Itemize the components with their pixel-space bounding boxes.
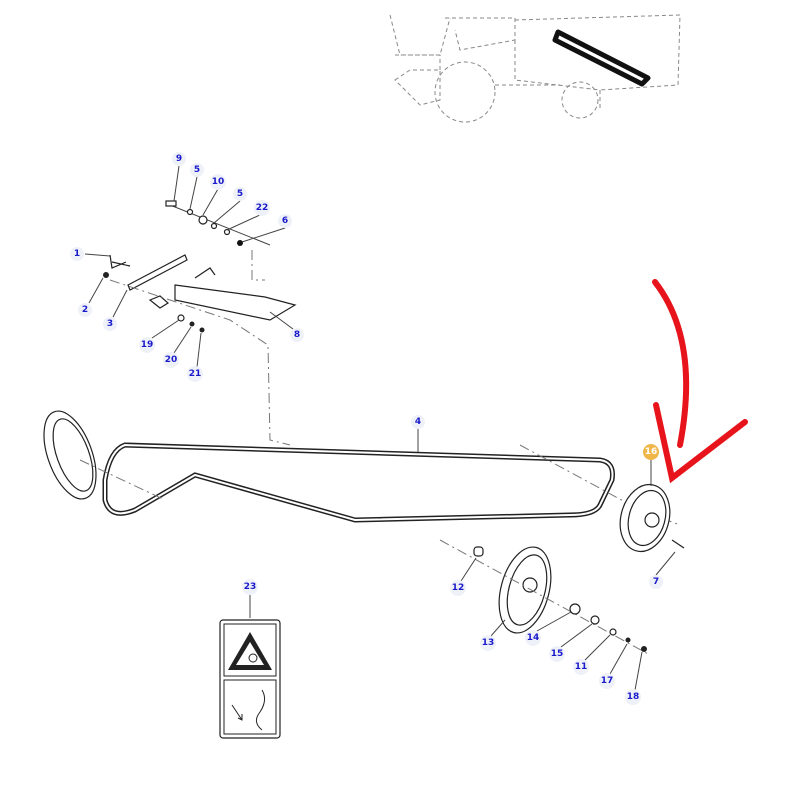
- callout-2[interactable]: 2: [78, 303, 92, 317]
- bracket-assembly: [103, 200, 297, 446]
- svg-text:4: 4: [415, 417, 421, 427]
- leader-lines: [84, 165, 676, 691]
- svg-text:11: 11: [575, 662, 588, 672]
- svg-text:5: 5: [194, 165, 200, 175]
- callout-23[interactable]: 23: [242, 579, 258, 595]
- svg-text:17: 17: [601, 676, 614, 686]
- callout-10[interactable]: 10: [210, 174, 226, 190]
- svg-text:3: 3: [107, 319, 113, 329]
- svg-text:1: 1: [74, 249, 80, 259]
- red-pointer-arrow: [652, 279, 748, 484]
- svg-text:18: 18: [627, 692, 640, 702]
- callout-12[interactable]: 12: [450, 580, 466, 596]
- svg-text:16: 16: [645, 447, 658, 457]
- callout-19[interactable]: 19: [139, 337, 155, 353]
- belt-drive: [43, 410, 685, 656]
- svg-text:22: 22: [256, 203, 269, 213]
- svg-text:23: 23: [244, 582, 257, 592]
- callout-7[interactable]: 7: [649, 575, 663, 589]
- svg-text:2: 2: [82, 305, 88, 315]
- svg-text:21: 21: [189, 369, 202, 379]
- callout-22[interactable]: 22: [254, 200, 270, 216]
- svg-text:20: 20: [165, 355, 178, 365]
- callout-16-highlighted[interactable]: 16: [643, 444, 659, 460]
- svg-text:19: 19: [141, 340, 154, 350]
- svg-text:10: 10: [212, 177, 225, 187]
- callout-1[interactable]: 1: [70, 247, 84, 261]
- callout-13[interactable]: 13: [480, 635, 496, 651]
- callout-18[interactable]: 18: [625, 689, 641, 705]
- svg-text:8: 8: [294, 330, 300, 340]
- callout-17[interactable]: 17: [599, 673, 615, 689]
- callout-8[interactable]: 8: [290, 328, 304, 342]
- callout-14[interactable]: 14: [525, 630, 541, 646]
- svg-text:7: 7: [653, 577, 659, 587]
- callout-21[interactable]: 21: [187, 366, 203, 382]
- callout-4[interactable]: 4: [411, 415, 425, 429]
- callout-6[interactable]: 6: [278, 214, 292, 228]
- svg-text:15: 15: [551, 649, 564, 659]
- machine-overview-sketch: [389, 14, 681, 123]
- callout-3[interactable]: 3: [103, 317, 117, 331]
- svg-text:5: 5: [237, 189, 243, 199]
- callout-20[interactable]: 20: [163, 352, 179, 368]
- svg-text:14: 14: [527, 633, 540, 643]
- svg-text:9: 9: [176, 154, 182, 164]
- svg-text:13: 13: [482, 638, 495, 648]
- svg-text:12: 12: [452, 583, 465, 593]
- callout-15[interactable]: 15: [549, 646, 565, 662]
- warning-decal: [219, 619, 281, 739]
- callout-9[interactable]: 9: [172, 152, 186, 166]
- svg-text:6: 6: [282, 216, 288, 226]
- callout-11[interactable]: 11: [573, 659, 589, 675]
- callout-5[interactable]: 5: [190, 163, 204, 177]
- callout-5[interactable]: 5: [233, 187, 247, 201]
